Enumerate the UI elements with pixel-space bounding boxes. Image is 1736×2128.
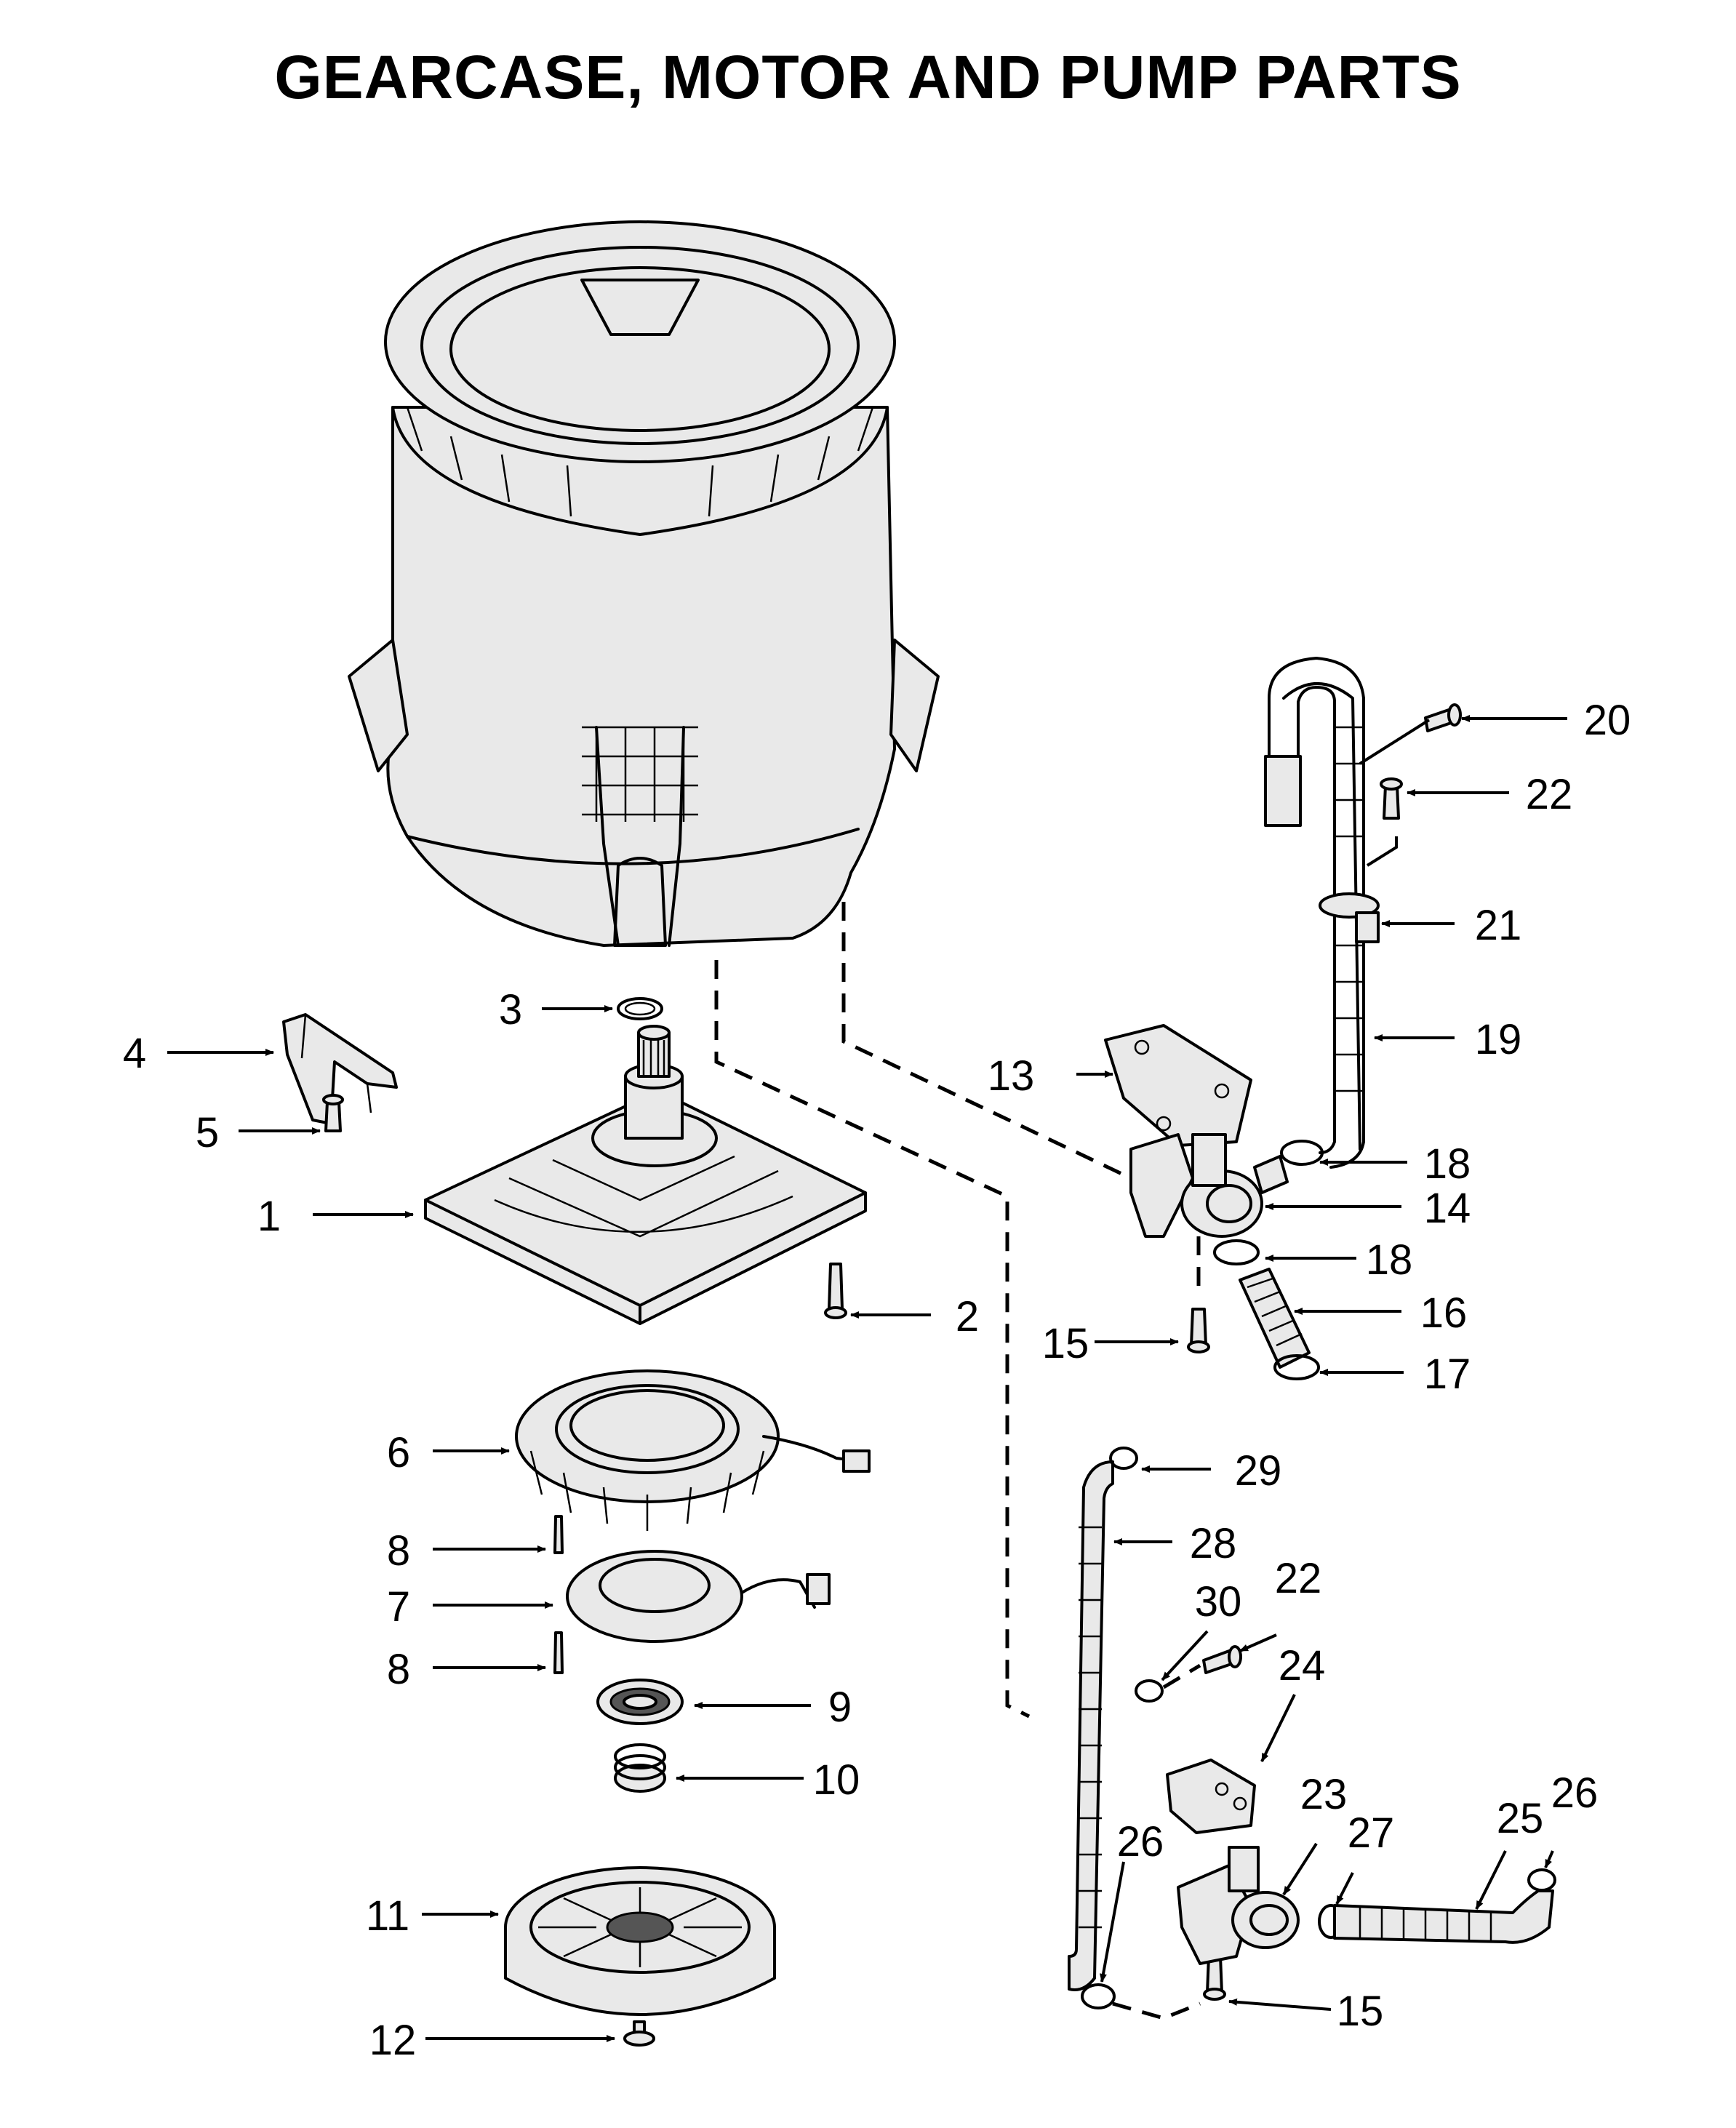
callout-18-upper: 18: [1424, 1140, 1471, 1188]
callout-8-upper: 8: [387, 1527, 410, 1575]
callout-26-right: 26: [1551, 1769, 1599, 1817]
callout-22-upper: 22: [1526, 771, 1573, 818]
callout-21: 21: [1475, 902, 1522, 949]
callout-8-lower: 8: [387, 1646, 410, 1693]
callout-1: 1: [257, 1193, 281, 1240]
part-30-clip: [1135, 1679, 1164, 1703]
callout-15-lower: 15: [1337, 1988, 1384, 2035]
part-2-screw: [824, 1263, 847, 1319]
part-5-screw: [322, 1094, 344, 1132]
part-15-screw-lower: [1203, 1955, 1226, 2001]
part-1-gearcase-plate: [424, 1025, 867, 1325]
part-18-clamp-lower: [1213, 1239, 1260, 1265]
part-28-long-hose: [1068, 1460, 1114, 1991]
callout-26-left: 26: [1117, 1818, 1164, 1865]
part-26-clamp-right: [1527, 1868, 1556, 1892]
part-21-clip: [1355, 911, 1380, 943]
part-23-pump: [1177, 1846, 1300, 1965]
callout-18-lower: 18: [1366, 1236, 1413, 1284]
callout-15-upper: 15: [1042, 1320, 1089, 1367]
part-14-drain-pump: [1129, 1133, 1289, 1238]
callout-20: 20: [1584, 697, 1631, 744]
part-11-rotor: [504, 1866, 776, 2016]
part-4-bracket: [282, 1013, 398, 1125]
part-22-screw-lower: [1202, 1645, 1242, 1674]
assembly-line-tub-to-hose: [714, 960, 1031, 1719]
callout-16: 16: [1420, 1289, 1468, 1337]
callout-11: 11: [366, 1892, 409, 1940]
callout-12: 12: [369, 2017, 417, 2064]
part-24-bracket: [1166, 1759, 1256, 1834]
part-8-screw-upper: [553, 1515, 564, 1554]
callout-17: 17: [1424, 1351, 1471, 1398]
assembly-line-clip-to-screw: [1162, 1663, 1201, 1689]
callout-28: 28: [1190, 1520, 1237, 1567]
callout-13: 13: [988, 1052, 1035, 1100]
assembly-line-tub-to-pump: [841, 902, 1132, 1180]
callout-2: 2: [956, 1293, 979, 1340]
callout-24: 24: [1279, 1642, 1326, 1689]
outer-tub: [348, 220, 940, 947]
callout-5: 5: [196, 1109, 219, 1156]
part-18-clamp-upper: [1280, 1140, 1324, 1166]
part-8-screw-lower: [553, 1631, 564, 1674]
part-3-seal: [617, 997, 663, 1020]
part-25-hose: [1333, 1889, 1554, 1944]
part-29-clamp: [1109, 1447, 1138, 1470]
part-16-short-hose: [1239, 1268, 1311, 1369]
part-17-clamp: [1273, 1354, 1320, 1380]
callout-30: 30: [1195, 1578, 1242, 1625]
callout-4: 4: [123, 1030, 146, 1077]
part-9-bearing: [596, 1679, 684, 1725]
callout-27: 27: [1348, 1809, 1395, 1857]
part-20-screw: [1424, 703, 1462, 732]
callout-23: 23: [1300, 1771, 1348, 1818]
page-title: GEARCASE, MOTOR AND PUMP PARTS: [274, 43, 1462, 111]
callout-19: 19: [1475, 1016, 1522, 1063]
callout-22-lower: 22: [1275, 1555, 1322, 1602]
callout-25: 25: [1497, 1795, 1544, 1842]
callout-3: 3: [499, 986, 522, 1033]
callout-6: 6: [387, 1429, 410, 1476]
part-7-housing: [566, 1550, 831, 1643]
callout-10: 10: [813, 1756, 860, 1804]
part-19-drain-hose: [1264, 657, 1380, 1169]
part-10-coupling: [614, 1743, 666, 1793]
callout-leaders: [167, 715, 1567, 2042]
callout-7: 7: [387, 1583, 410, 1631]
part-22-screw-upper: [1380, 777, 1403, 820]
part-26-clamp-left: [1081, 1983, 1116, 2009]
callout-29: 29: [1235, 1447, 1282, 1495]
part-12-bolt: [623, 2020, 655, 2047]
callout-14: 14: [1424, 1185, 1471, 1232]
part-13-bracket-plate: [1104, 1024, 1252, 1147]
part-15-screw-upper: [1187, 1308, 1210, 1353]
part-6-stator: [515, 1369, 871, 1531]
callout-9: 9: [828, 1684, 852, 1731]
